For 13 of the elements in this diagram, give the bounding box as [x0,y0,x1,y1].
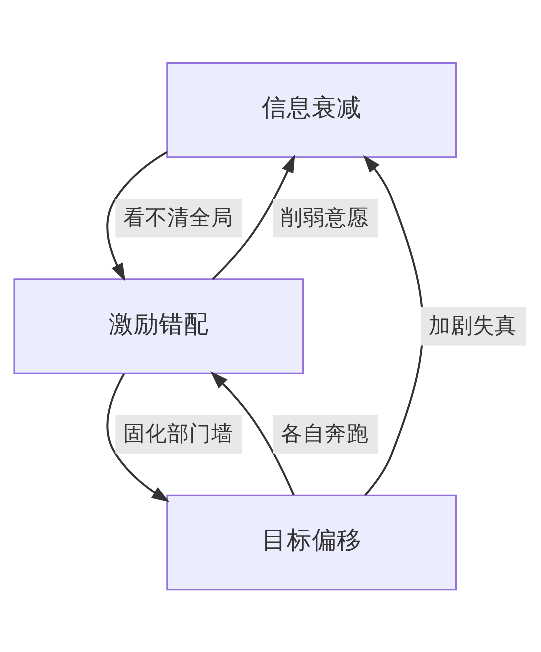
node-box: 激励错配 [14,278,304,374]
arrow [210,370,295,496]
edge-label: 加剧失真 [429,313,518,338]
arrow [106,373,170,502]
node-box: 目标偏移 [166,494,457,590]
arrow [363,154,424,496]
arrow [106,150,168,282]
node-box: 信息衰减 [166,62,457,158]
arrow [212,154,296,280]
edge-label: 看不清全局 [123,205,234,230]
edge-label: 各自奔跑 [280,422,369,447]
edge-label: 削弱意愿 [280,205,369,230]
edge-label: 固化部门墙 [123,422,234,447]
